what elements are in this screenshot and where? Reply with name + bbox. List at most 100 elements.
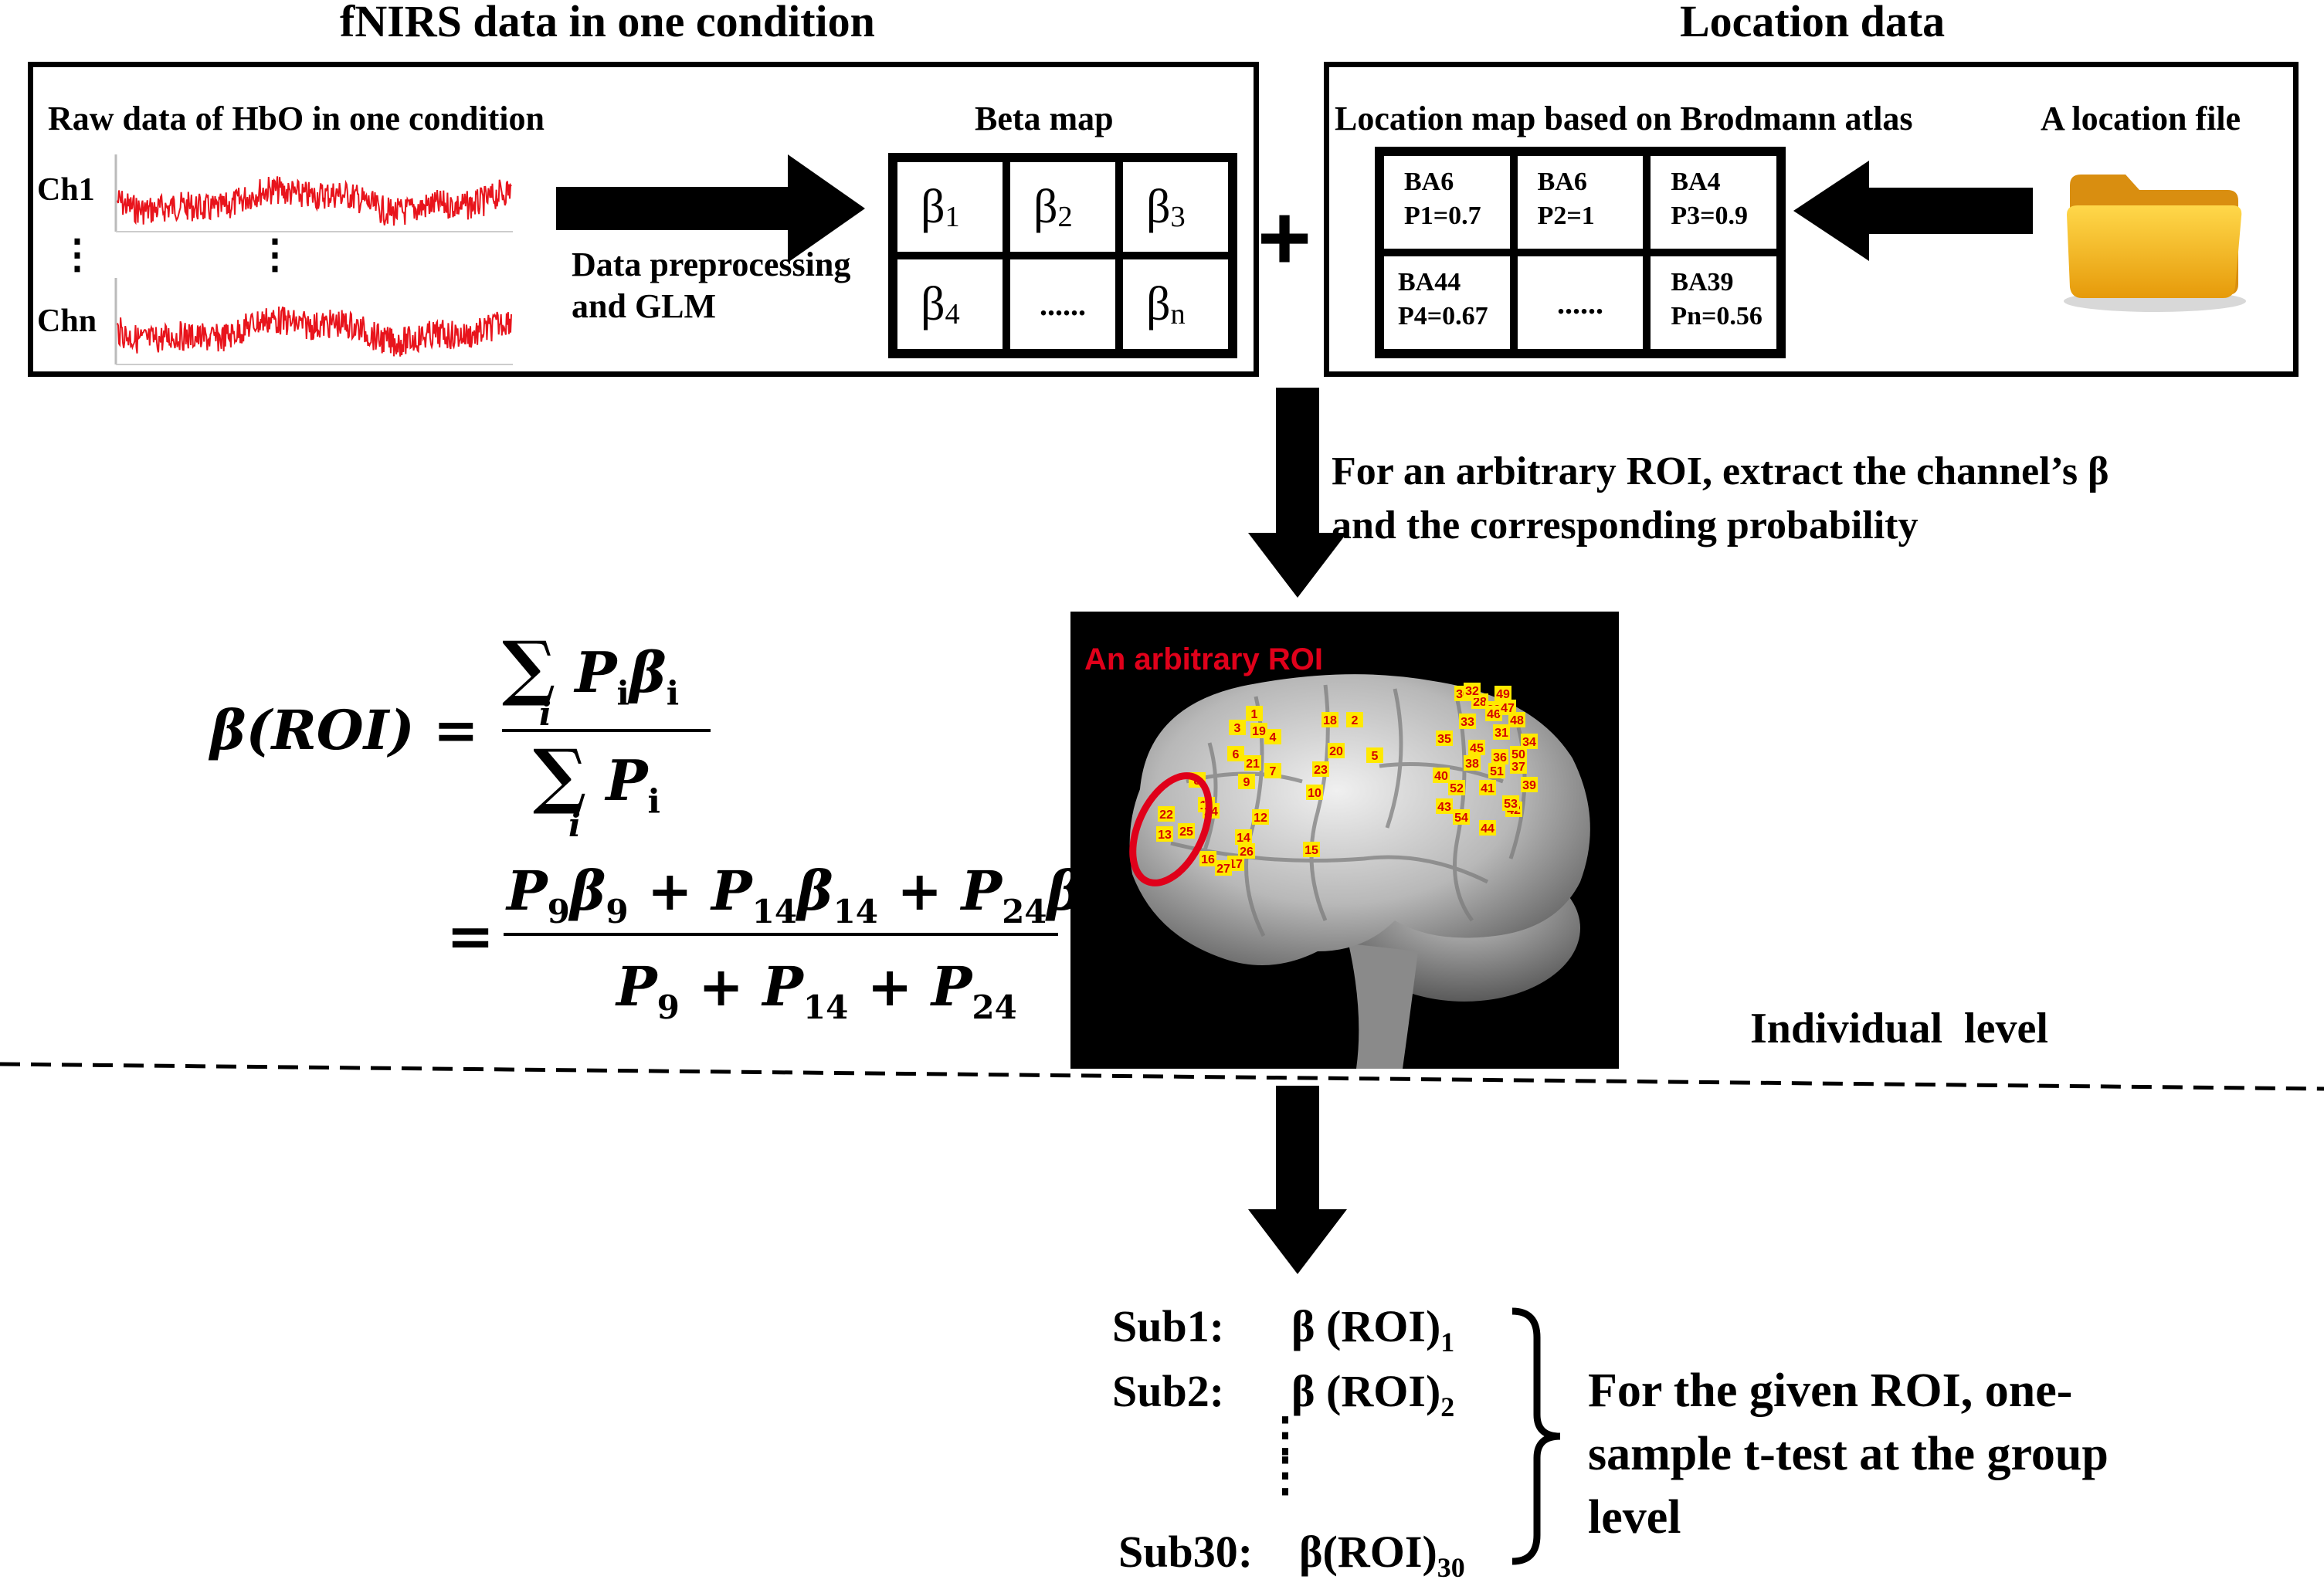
channel-marker-box — [1321, 712, 1338, 727]
individual-level-label: Individual level — [1750, 1005, 2048, 1053]
channel-marker-box — [1491, 749, 1508, 764]
channel-marker-label: 41 — [1481, 782, 1494, 795]
channel-marker-label: 22 — [1159, 808, 1173, 822]
channel-marker-label: 54 — [1454, 812, 1468, 825]
channel-marker-box — [1493, 724, 1510, 740]
fnirs-panel — [28, 62, 1259, 377]
location-cell-ellipsis: ...... — [1513, 253, 1647, 353]
extract-text: For an arbitrary ROI, extract the channe… — [1332, 445, 2109, 553]
channel-marker-label: 34 — [1522, 736, 1536, 749]
channel-marker-box — [1433, 768, 1450, 783]
location-file-arrow — [1793, 161, 2033, 261]
channel-marker-box — [1468, 740, 1485, 755]
channel-first-label: Ch1 — [37, 172, 95, 208]
channel-marker-label: 18 — [1323, 714, 1337, 727]
level-separator — [0, 1062, 2324, 1091]
channel-marker-box — [1479, 780, 1496, 795]
channel-marker-label: 43 — [1437, 801, 1451, 814]
channel-marker-label: 3 — [1234, 722, 1241, 735]
channel-marker-box — [1264, 729, 1281, 744]
channel-marker-label: 38 — [1465, 758, 1479, 771]
channel-marker-label: 36 — [1493, 751, 1507, 764]
channel-marker-label: 4 — [1270, 731, 1277, 744]
channel-vdots: ⋮ — [57, 233, 97, 277]
location-file-title: A location file — [2041, 100, 2241, 137]
hbo-signal-plots — [114, 154, 513, 365]
formula-sum-numerator: ∑ Piβi — [502, 625, 680, 714]
channel-marker-label: 45 — [1470, 742, 1484, 755]
channel-marker-box — [1436, 798, 1453, 814]
channel-marker-box — [1303, 842, 1320, 857]
channel-marker-box — [1346, 712, 1363, 727]
beta-map-title: Beta map — [975, 100, 1114, 137]
formula-equals: = — [446, 903, 495, 970]
hbo-signal-chn — [117, 306, 512, 357]
channel-marker-label: 50 — [1511, 748, 1525, 761]
channel-marker-label: 47 — [1501, 702, 1515, 715]
group-sub2-value: β (ROI)2 — [1291, 1366, 1455, 1422]
extract-text-line1: For an arbitrary ROI, extract the channe… — [1332, 449, 2109, 493]
fraction-bar-2 — [504, 933, 1058, 936]
channel-marker-label: 5 — [1372, 750, 1379, 763]
location-map-title: Location map based on Brodmann atlas — [1335, 100, 1913, 137]
channel-marker-box — [1366, 747, 1383, 763]
group-test-line1: For the given ROI, one- — [1588, 1364, 2073, 1417]
process-label: Data preprocessing and GLM — [572, 244, 850, 327]
channel-marker-label: 39 — [1522, 779, 1536, 792]
plus-sign: + — [1257, 186, 1312, 290]
channel-last-label: Chn — [37, 303, 97, 339]
formula-lhs: β(ROI) = — [210, 698, 479, 762]
channel-marker-label: 10 — [1308, 787, 1321, 800]
extract-arrow — [1248, 388, 1347, 598]
roi-ellipse — [1129, 772, 1213, 886]
channel-marker-label: 40 — [1434, 770, 1448, 783]
formula-sum-index-top: i — [539, 695, 551, 733]
channel-marker-box — [1252, 809, 1269, 825]
group-test-text: For the given ROI, one- sample t-test at… — [1588, 1359, 2109, 1549]
channel-marker-box — [1312, 761, 1329, 777]
channel-marker-label: 16 — [1201, 853, 1215, 866]
channel-marker-box — [1250, 723, 1267, 738]
channel-marker-box — [1448, 780, 1465, 795]
channel-marker-box — [1521, 734, 1538, 749]
formula-sum-denominator: ∑ Pi — [533, 734, 660, 822]
process-label-line1: Data preprocessing — [572, 246, 851, 283]
channel-markers: 1234567891011121314151617181920212223242… — [1156, 683, 1538, 876]
channel-marker-box — [1510, 758, 1527, 774]
channel-marker-box — [1264, 763, 1281, 778]
channel-marker-label: 49 — [1496, 688, 1510, 701]
fnirs-section-title: fNIRS data in one condition — [340, 0, 875, 46]
process-label-line2: and GLM — [572, 287, 717, 325]
channel-marker-box — [1215, 860, 1232, 876]
channel-marker-label: 21 — [1246, 758, 1260, 771]
roi-label: An arbitrary ROI — [1084, 642, 1323, 676]
channel-marker-box — [1494, 686, 1511, 701]
channel-marker-box — [1510, 746, 1527, 761]
channel-marker-box — [1306, 785, 1323, 800]
channel-marker-box — [1328, 743, 1345, 758]
channel-marker-label: 44 — [1481, 822, 1494, 836]
channel-marker-label: 19 — [1252, 725, 1266, 738]
channel-marker-box — [1235, 829, 1252, 845]
channel-marker-label: 31 — [1494, 727, 1508, 740]
channel-marker-label: 33 — [1461, 716, 1474, 729]
channel-marker-box — [1521, 777, 1538, 792]
channel-marker-box — [1199, 851, 1216, 866]
channel-marker-label: 25 — [1179, 825, 1193, 839]
hbo-signal-ch1 — [117, 176, 512, 226]
channel-marker-box — [1229, 720, 1246, 735]
group-test-line2: sample t-test at the group — [1588, 1428, 2109, 1480]
group-sub2-label: Sub2: — [1112, 1366, 1225, 1416]
channel-marker-box — [1459, 714, 1476, 729]
group-sub1-value: β (ROI)1 — [1291, 1301, 1455, 1358]
group-sub30-label: Sub30: — [1118, 1527, 1254, 1577]
channel-marker-label: 27 — [1216, 863, 1230, 876]
channel-marker-box — [1227, 746, 1244, 761]
channel-marker-label: 51 — [1490, 765, 1504, 778]
